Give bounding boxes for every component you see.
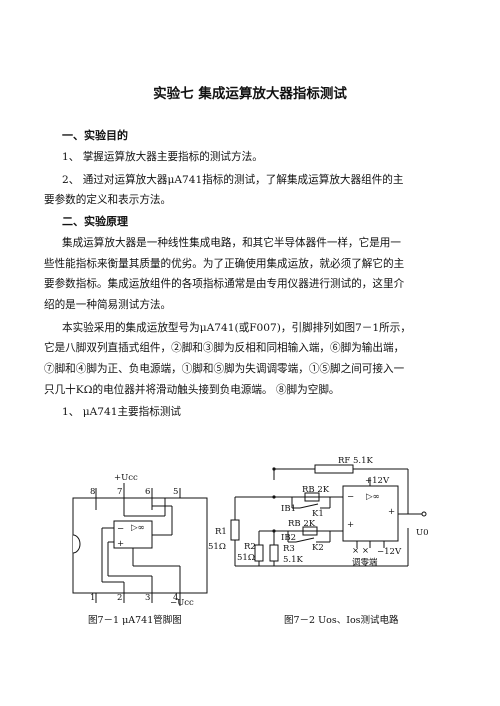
principle-para1-line3: 要参数指标。集成运放组件的各项指标通常是由专用仪器进行测试的，这里介 [44,278,405,290]
purpose-item-1: 1、 掌握运算放大器主要指标的测试方法。 [62,151,263,163]
pin-5: 5 [173,487,178,497]
label-rb2: RB 2K [288,519,316,529]
label-offset-pins: × × [352,546,369,556]
vcc-positive-label: +Ucc [114,473,138,483]
principle-para1-line2: 些性能指标来衡量其质量的优劣。为了正确使用集成运放，就必须了解它的主 [44,258,405,270]
label-u0: U0 [416,528,429,538]
resistor-rb2 [302,526,318,536]
pinout-minus-sign: − [117,524,124,534]
pin-2: 2 [117,593,122,603]
node-noninv [272,529,276,533]
label-minus12v: −12V [377,547,402,557]
resistor-rb1 [304,492,320,502]
node-rf [272,467,276,471]
opamp-minus-sign: − [347,492,354,502]
section-heading-principle: 二、实验原理 [62,215,128,228]
label-plus12v: +12V [365,476,390,486]
label-r1: R1 [215,527,227,537]
label-k2: K2 [312,543,324,553]
pinout-opamp-symbol: ▷∞ [131,523,145,533]
subsection-heading: 1、 μA741主要指标测试 [62,406,182,418]
pin-7: 7 [117,487,122,497]
node-inv [272,495,276,499]
label-ib1: IB1 [281,504,296,514]
principle-para2-line2: 它是八脚双列直插式组件，②脚和③脚为反相和同相输入端，⑥脚为输出端， [44,342,405,354]
opamp-plus-sign: + [347,520,354,530]
opamp-symbol: ▷∞ [366,492,380,502]
pinout-plus-sign: + [117,539,124,549]
label-r3-value: 5.1K [283,555,304,565]
label-r2-value: 51Ω [237,553,255,563]
vcc-negative-label: −Ucc [170,598,194,608]
label-r3: R3 [283,544,295,554]
ic-notch [72,534,81,554]
circuit-wire [299,503,319,509]
resistor-rf [314,464,354,474]
circuit-wire [295,537,315,543]
purpose-item-2-cont: 要参数的定义和表示方法。 [44,194,172,206]
resistor-r1 [230,519,240,541]
section-heading-purpose: 一、实验目的 [62,129,128,142]
label-ib2: IB2 [281,533,296,543]
pin-3: 3 [145,593,150,603]
principle-para2-line4: 只几十KΩ的电位器并将滑动触头接到负电源端。 ⑧脚为空脚。 [44,384,340,396]
output-terminal [421,511,427,517]
principle-para2-line3: ⑦脚和④脚为正、负电源端，①脚和⑤脚为失调调零端，①⑤脚之间可接入一 [44,363,405,375]
label-rf: RF 5.1K [338,456,374,466]
label-r2: R2 [244,542,256,552]
label-k1: K1 [312,509,324,519]
label-rb1: RB 2K [302,485,330,495]
label-r1-value: 51Ω [208,542,226,552]
pin-1: 1 [90,593,95,603]
pin-8: 8 [90,487,95,497]
purpose-item-2: 2、 通过对运算放大器μA741指标的测试，了解集成运算放大器组件的主 [62,174,404,186]
figure1-caption: 图7－1 μA741管脚图 [88,615,182,626]
resistor-r3 [269,544,279,562]
pin-6: 6 [145,487,150,497]
page-title: 实验七 集成运算放大器指标测试 [153,86,347,102]
figure2-caption: 图7－2 Uos、Ios测试电路 [284,615,399,626]
opamp-out-plus: + [388,507,395,517]
principle-para1-line1: 集成运算放大器是一种线性集成电路，和其它半导体器件一样，它是用一 [62,237,401,249]
pin-4: 4 [173,593,178,603]
resistor-r2 [254,544,264,562]
label-adjust: 调零端 [352,557,378,568]
principle-para1-line4: 绍的是一种简易测试方法。 [44,299,172,311]
principle-para2-line1: 本实验采用的集成运放型号为μA741(或F007)，引脚排列如图7－1所示， [62,322,411,334]
